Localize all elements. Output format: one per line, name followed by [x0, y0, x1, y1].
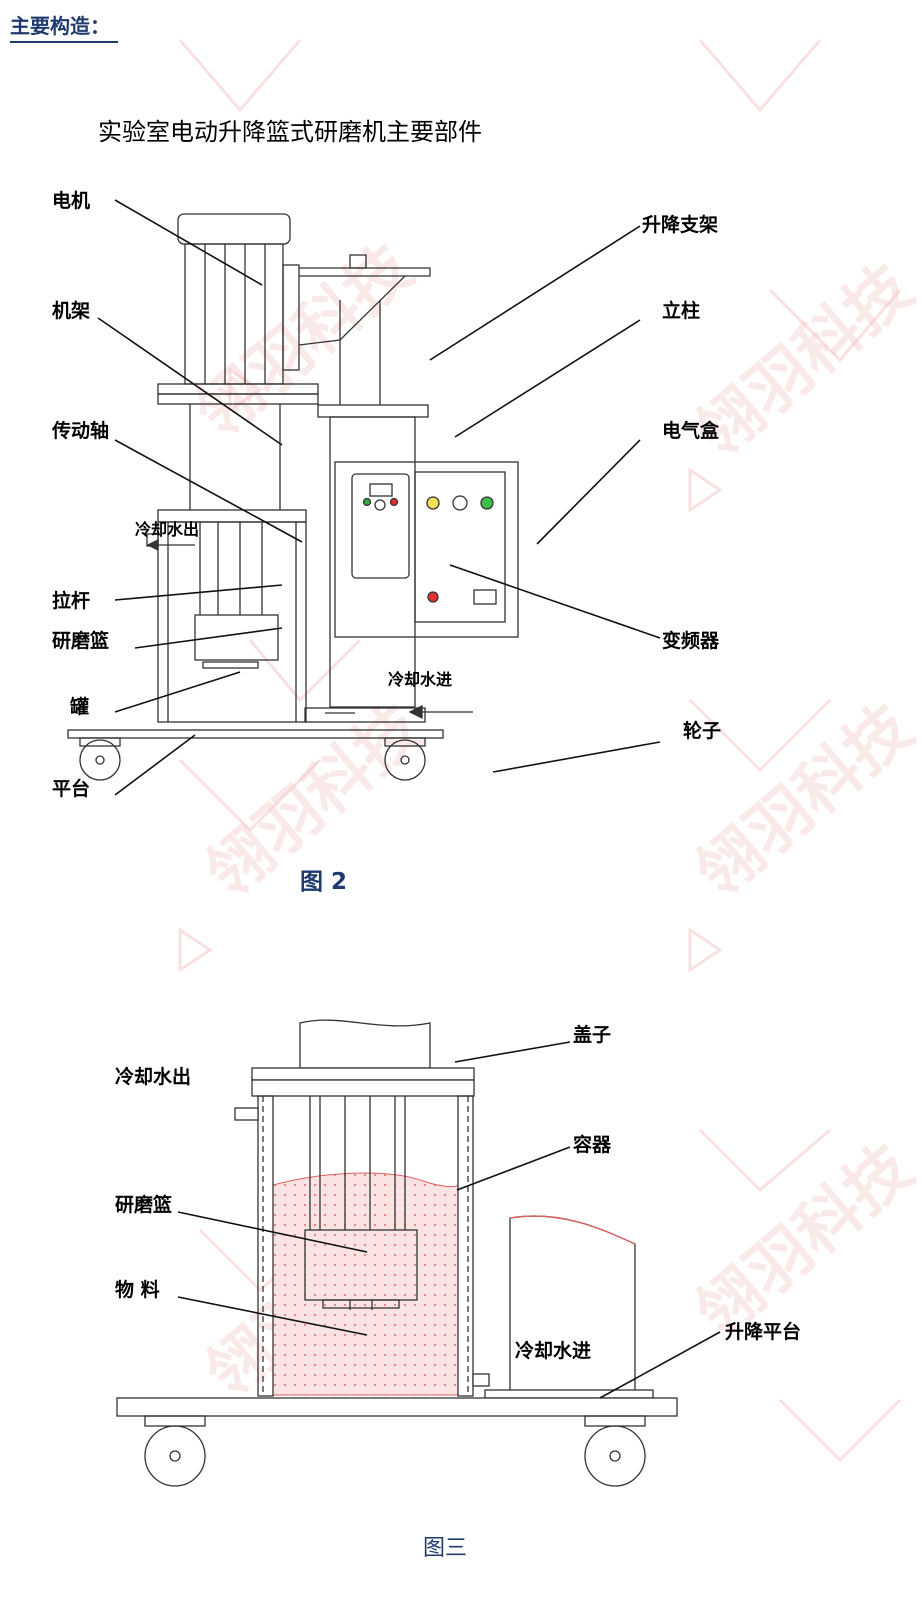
tank — [157, 521, 307, 723]
label-inverter: 变频器 — [662, 630, 720, 652]
label-drive-shaft: 传动轴 — [52, 420, 110, 442]
inverter-panel — [351, 473, 410, 579]
label-lift-platform: 升降平台 — [725, 1321, 802, 1343]
label-frame: 机架 — [52, 300, 91, 322]
label-motor: 电机 — [52, 190, 91, 212]
label-platform: 平台 — [52, 778, 91, 800]
grinding-basket — [194, 614, 279, 661]
label-cooling-out: 冷却水出 — [135, 520, 200, 539]
leader-lines — [97, 199, 661, 796]
label-wheel: 轮子 — [683, 720, 722, 742]
leader-lines — [177, 1041, 721, 1399]
lid — [251, 1067, 475, 1081]
lift-platform — [116, 1397, 678, 1417]
label-column: 立柱 — [662, 300, 701, 322]
label-pull-rod: 拉杆 — [52, 590, 91, 612]
label-cooling-in-3: 冷却水进 — [515, 1340, 592, 1362]
figure2-caption: 图 2 — [300, 869, 348, 895]
label-material: 物 料 — [115, 1279, 160, 1301]
figure2-title: 实验室电动升降篮式研磨机主要部件 — [98, 118, 482, 146]
label-cooling-out-3: 冷却水出 — [115, 1066, 192, 1088]
section-title: 主要构造： — [10, 10, 118, 43]
platform — [67, 729, 444, 739]
label-lid: 盖子 — [573, 1024, 612, 1046]
label-grinding-basket-3: 研磨篮 — [115, 1194, 173, 1216]
material-fill — [272, 1172, 459, 1396]
figure3-caption: 图三 — [423, 1536, 468, 1561]
label-cooling-in: 冷却水进 — [388, 670, 453, 689]
label-container: 容器 — [573, 1134, 612, 1156]
label-lift-bracket: 升降支架 — [642, 214, 719, 236]
label-tank: 罐 — [70, 696, 90, 718]
label-grinding-basket: 研磨篮 — [52, 630, 110, 652]
label-electric-box: 电气盒 — [662, 420, 720, 442]
electric-box — [334, 461, 519, 638]
